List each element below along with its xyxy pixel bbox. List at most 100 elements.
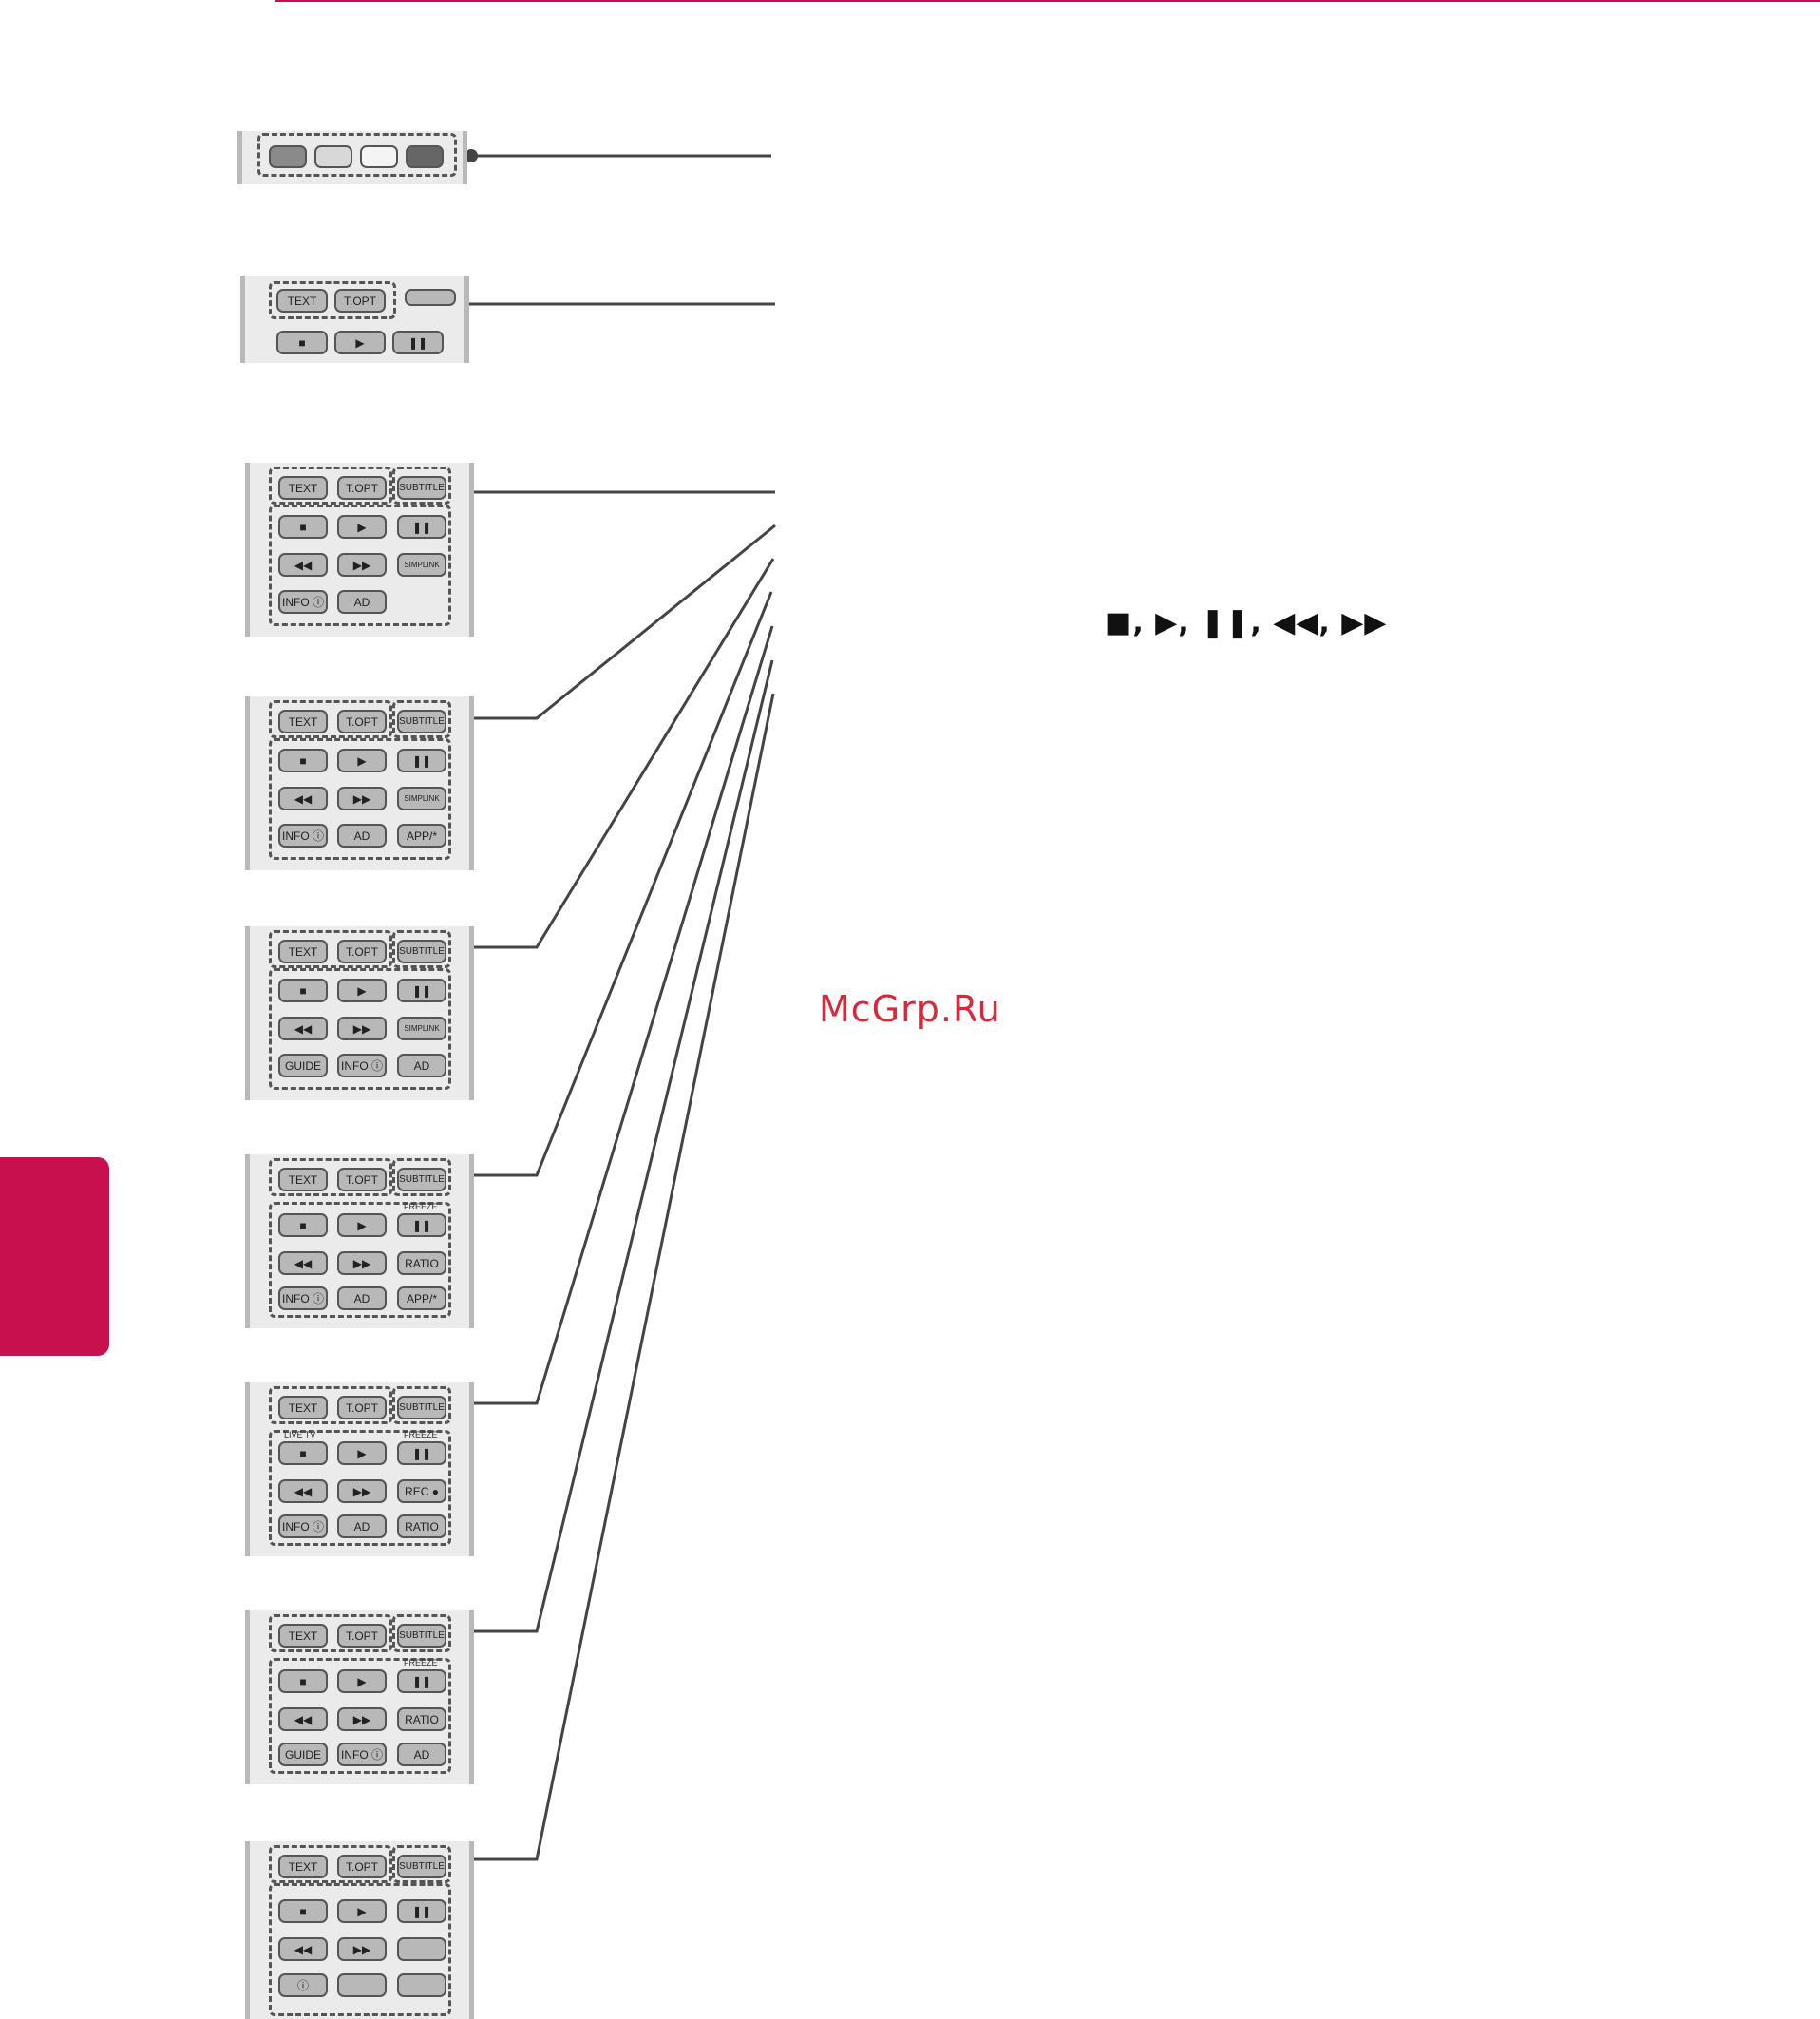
simplink-button[interactable]: SIMPLINK <box>397 553 446 577</box>
info-button[interactable]: INFO ⓘ <box>278 590 328 614</box>
blank-button[interactable] <box>397 1973 446 1997</box>
subtitle-button[interactable]: SUBTITLE <box>397 940 446 963</box>
rec-button[interactable]: REC ● <box>397 1479 446 1503</box>
topt-button[interactable]: T.OPT <box>337 476 387 500</box>
pause-button[interactable]: ❚❚ <box>397 1213 446 1237</box>
text-button[interactable]: TEXT <box>278 710 328 733</box>
stop-button[interactable]: ■ <box>278 1669 328 1693</box>
ad-button[interactable]: AD <box>337 824 387 848</box>
stop-button[interactable]: ■ <box>278 1213 328 1237</box>
stop-button[interactable]: ■ <box>278 749 328 772</box>
info-button[interactable]: INFO ⓘ <box>337 1054 387 1077</box>
stop-button[interactable]: ■ <box>278 1441 328 1465</box>
blank-button[interactable] <box>337 1973 387 1997</box>
callout-line-9 <box>457 693 775 1861</box>
info-button[interactable]: INFO ⓘ <box>278 1514 328 1538</box>
text-button[interactable]: TEXT <box>278 1624 328 1648</box>
text-button[interactable]: TEXT <box>278 940 328 963</box>
subtitle-button[interactable]: SUBTITLE <box>397 1396 446 1419</box>
ad-button[interactable]: AD <box>337 590 387 614</box>
text-button[interactable]: TEXT <box>276 289 328 313</box>
topt-button[interactable]: T.OPT <box>337 1624 387 1648</box>
guide-button[interactable]: GUIDE <box>278 1054 328 1077</box>
play-button[interactable]: ▶ <box>337 1899 387 1923</box>
pause-button[interactable]: ❚❚ <box>397 1669 446 1693</box>
rewind-button[interactable]: ◀◀ <box>278 1937 328 1961</box>
subtitle-button[interactable]: SUBTITLE <box>397 1855 446 1878</box>
blank-button[interactable] <box>397 1937 446 1961</box>
callout-line-6 <box>457 591 773 1177</box>
topt-button[interactable]: T.OPT <box>337 710 387 733</box>
pause-button[interactable]: ❚❚ <box>397 515 446 539</box>
subtitle-button[interactable]: SUBTITLE <box>397 476 446 500</box>
text-button[interactable]: TEXT <box>278 1396 328 1419</box>
pause-button[interactable]: ❚❚ <box>397 1899 446 1923</box>
ad-button[interactable]: AD <box>337 1286 387 1310</box>
fast-forward-button[interactable]: ▶▶ <box>337 1937 387 1961</box>
highlight-box <box>269 1158 392 1196</box>
simplink-button[interactable]: SIMPLINK <box>397 1017 446 1040</box>
info-button[interactable]: INFO ⓘ <box>278 824 328 848</box>
info-button[interactable]: INFO ⓘ <box>337 1743 387 1766</box>
rewind-button[interactable]: ◀◀ <box>278 1017 328 1040</box>
freeze-label: FREEZE <box>404 1202 438 1211</box>
highlight-box <box>269 1430 451 1546</box>
rewind-button[interactable]: ◀◀ <box>278 1479 328 1503</box>
blue-key[interactable] <box>406 145 444 168</box>
stop-button[interactable]: ■ <box>278 979 328 1002</box>
green-key[interactable] <box>314 145 352 168</box>
playback-symbols: ■, ▶, ❚❚, ◀◀, ▶▶ <box>1105 606 1388 639</box>
red-key[interactable] <box>269 145 307 168</box>
play-button[interactable]: ▶ <box>337 749 387 772</box>
rewind-button[interactable]: ◀◀ <box>278 1707 328 1731</box>
fast-forward-button[interactable]: ▶▶ <box>337 553 387 577</box>
topt-button[interactable]: T.OPT <box>337 1396 387 1419</box>
text-button[interactable]: TEXT <box>278 1855 328 1878</box>
partial-button[interactable] <box>405 289 456 306</box>
text-button[interactable]: TEXT <box>278 476 328 500</box>
play-button[interactable]: ▶ <box>337 979 387 1002</box>
pause-button[interactable]: ❚❚ <box>397 979 446 1002</box>
fast-forward-button[interactable]: ▶▶ <box>337 1251 387 1275</box>
topt-button[interactable]: T.OPT <box>337 940 387 963</box>
play-button[interactable]: ▶ <box>337 1213 387 1237</box>
fast-forward-button[interactable]: ▶▶ <box>337 1479 387 1503</box>
ad-button[interactable]: AD <box>337 1514 387 1538</box>
simplink-button[interactable]: SIMPLINK <box>397 787 446 810</box>
topt-button[interactable]: T.OPT <box>334 289 386 313</box>
play-button[interactable]: ▶ <box>337 515 387 539</box>
stop-button[interactable]: ■ <box>278 1899 328 1923</box>
app-button[interactable]: APP/* <box>397 824 446 848</box>
app-button[interactable]: APP/* <box>397 1286 446 1310</box>
pause-button[interactable]: ❚❚ <box>392 331 444 354</box>
subtitle-button[interactable]: SUBTITLE <box>397 710 446 733</box>
info-button[interactable]: ⓘ <box>278 1973 328 1997</box>
rewind-button[interactable]: ◀◀ <box>278 787 328 810</box>
ad-button[interactable]: AD <box>397 1054 446 1077</box>
stop-button[interactable]: ■ <box>276 331 328 354</box>
play-button[interactable]: ▶ <box>334 331 386 354</box>
ratio-button[interactable]: RATIO <box>397 1514 446 1538</box>
fast-forward-button[interactable]: ▶▶ <box>337 1707 387 1731</box>
fast-forward-button[interactable]: ▶▶ <box>337 787 387 810</box>
ratio-button[interactable]: RATIO <box>397 1707 446 1731</box>
info-button[interactable]: INFO ⓘ <box>278 1286 328 1310</box>
topt-button[interactable]: T.OPT <box>337 1168 387 1191</box>
play-button[interactable]: ▶ <box>337 1441 387 1465</box>
ad-button[interactable]: AD <box>397 1743 446 1766</box>
rewind-button[interactable]: ◀◀ <box>278 553 328 577</box>
callout-line-8 <box>457 659 774 1633</box>
guide-button[interactable]: GUIDE <box>278 1743 328 1766</box>
topt-button[interactable]: T.OPT <box>337 1855 387 1878</box>
subtitle-button[interactable]: SUBTITLE <box>397 1168 446 1191</box>
stop-button[interactable]: ■ <box>278 515 328 539</box>
rewind-button[interactable]: ◀◀ <box>278 1251 328 1275</box>
play-button[interactable]: ▶ <box>337 1669 387 1693</box>
yellow-key[interactable] <box>360 145 398 168</box>
subtitle-button[interactable]: SUBTITLE <box>397 1624 446 1648</box>
pause-button[interactable]: ❚❚ <box>397 1441 446 1465</box>
fast-forward-button[interactable]: ▶▶ <box>337 1017 387 1040</box>
text-button[interactable]: TEXT <box>278 1168 328 1191</box>
ratio-button[interactable]: RATIO <box>397 1251 446 1275</box>
pause-button[interactable]: ❚❚ <box>397 749 446 772</box>
